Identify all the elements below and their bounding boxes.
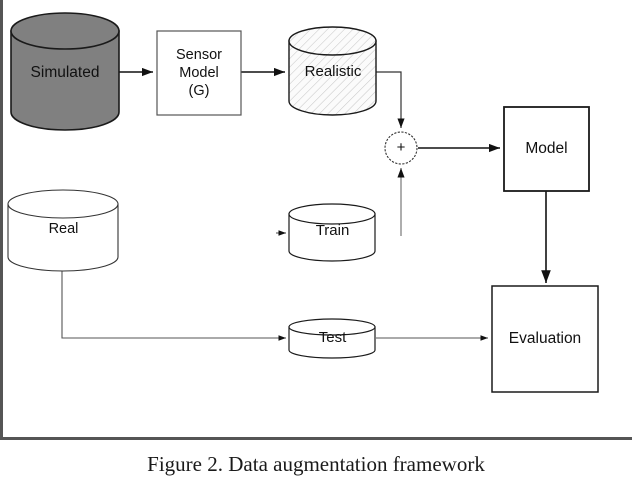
node-sensor-model[interactable] [156,30,242,116]
diagram-canvas [7,12,599,393]
node-sum-junction[interactable] [384,131,418,165]
node-evaluation[interactable] [491,285,599,393]
node-test[interactable] [288,318,376,359]
node-real[interactable] [7,189,119,272]
node-model[interactable] [503,106,590,192]
figure-frame-left-border [0,0,3,438]
node-simulated[interactable] [10,12,120,131]
edge-real-to-test [61,271,286,341]
node-realistic[interactable] [288,26,377,116]
edge-realistic-to-sum [376,71,405,128]
figure-caption: Figure 2. Data augmentation framework [147,452,485,476]
node-train[interactable] [288,203,376,262]
figure-frame-bottom-border [0,437,632,440]
